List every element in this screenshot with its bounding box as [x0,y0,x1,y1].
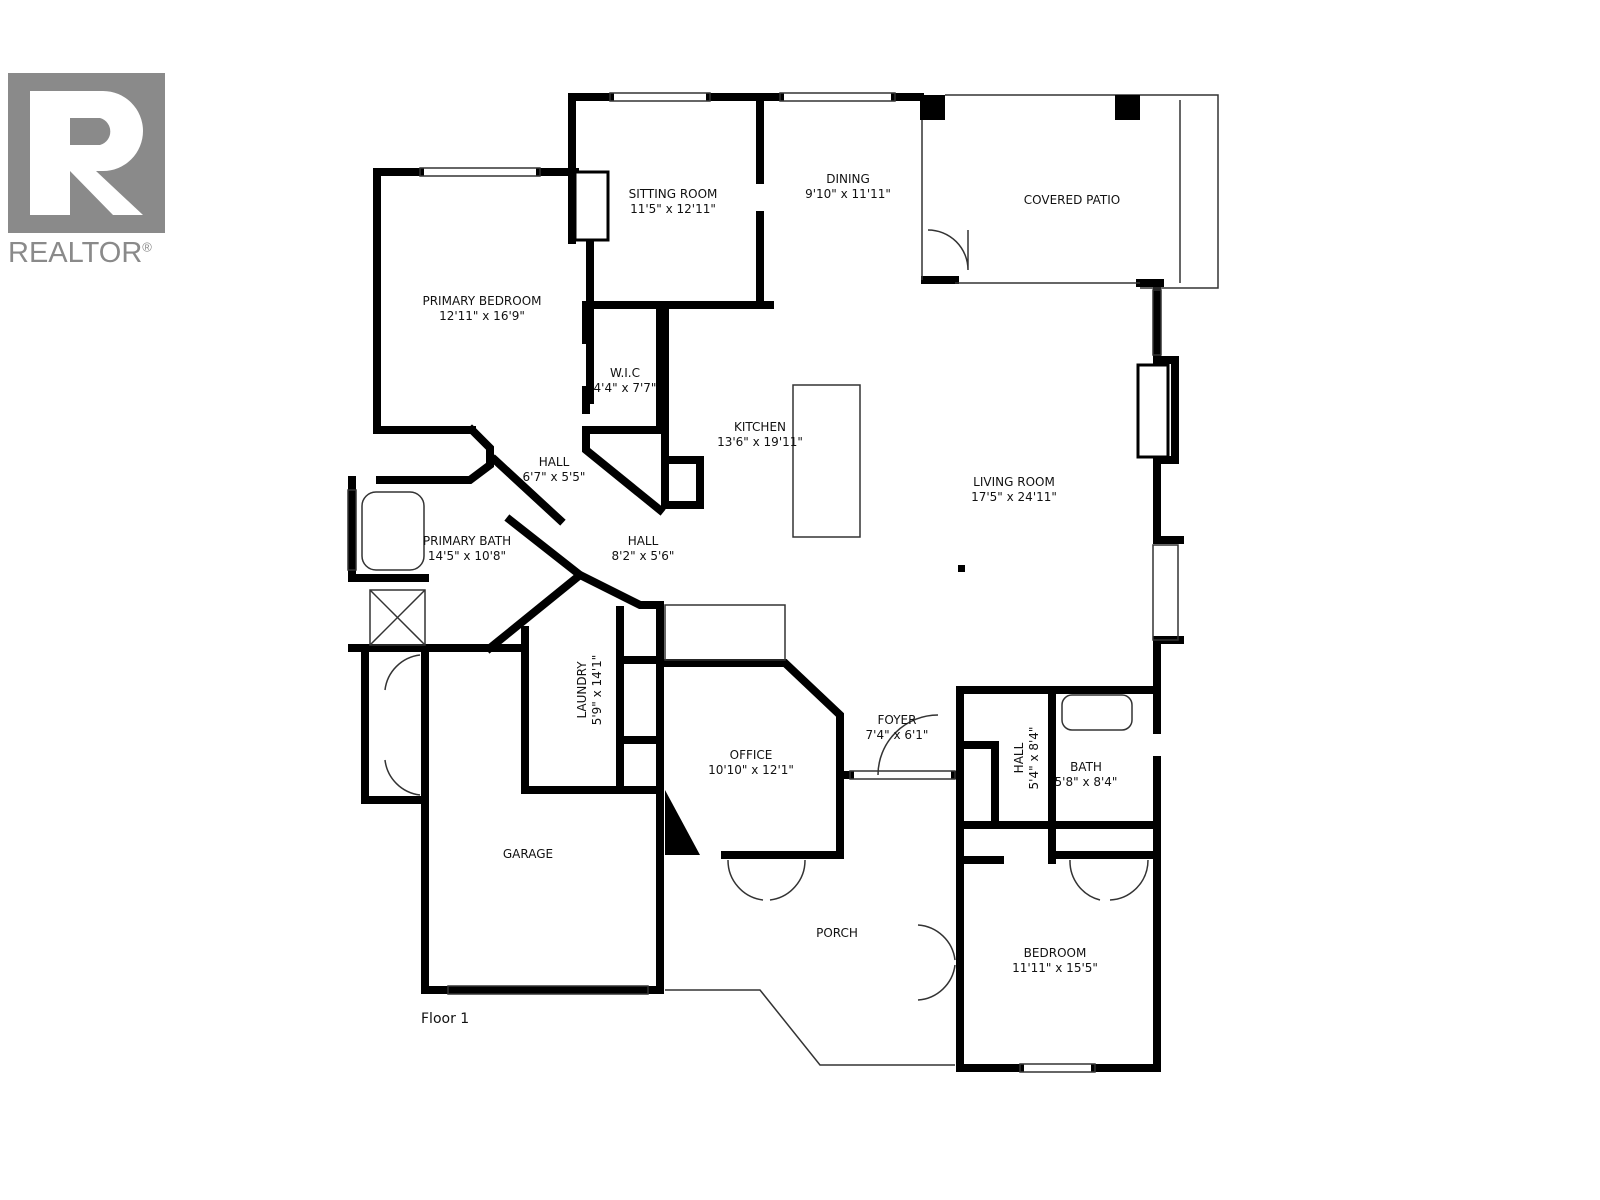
realtor-r-mark [8,73,165,233]
walls [348,93,1184,1072]
room-label-covered-patio: COVERED PATIO [1023,193,1121,207]
room-label-garage: GARAGE [502,847,554,861]
logo-text: REALTOR [8,237,143,269]
floor-label: Floor 1 [421,1011,470,1027]
registered-mark: ® [142,239,152,255]
room-label-porch: PORCH [816,926,858,940]
realtor-logo: REALTOR® [8,73,165,270]
thin-lines [347,92,1219,1073]
fixtures [573,95,1170,855]
